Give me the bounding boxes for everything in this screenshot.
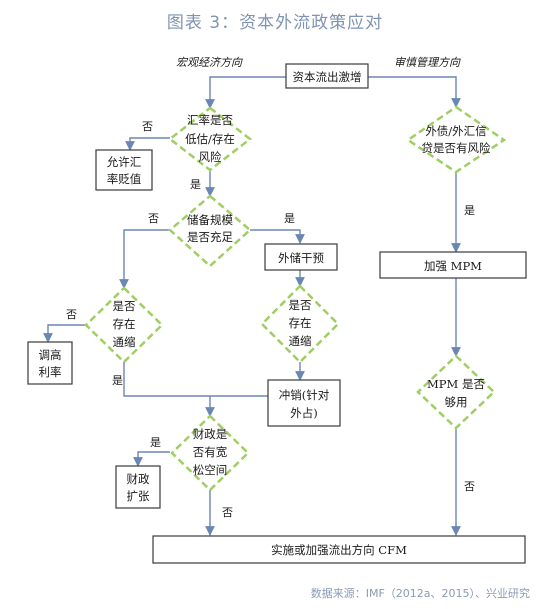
- decision-fx-risk-line1: 汇率是否: [187, 113, 233, 127]
- decision-deflation-right-line1: 是否: [289, 298, 312, 312]
- fiscal-expansion-line2: 扩张: [127, 489, 150, 503]
- label-res-yes: 是: [284, 212, 295, 225]
- fx-intervention-text: 外储干预: [278, 251, 324, 265]
- decision-fiscal-line3: 松空间: [193, 463, 228, 477]
- decision-external-debt-risk: [405, 105, 507, 174]
- figure-title: 图表 3：资本外流政策应对: [166, 13, 384, 33]
- edge-tl-yes: [123, 362, 210, 397]
- decision-deflation-left-line1: 是否: [113, 299, 136, 313]
- sterilization-node: [267, 379, 341, 427]
- label-debt-yes: 是: [464, 204, 475, 217]
- label-fx-no: 否: [142, 120, 153, 133]
- decision-reserve-adequate: [168, 194, 252, 268]
- branch-label-right: 审慎管理方向: [394, 56, 461, 69]
- allow-depreciation-line2: 率贬值: [107, 172, 142, 186]
- decision-deflation-left-line3: 通缩: [113, 335, 136, 349]
- decision-mpm-line1: MPM 是否: [427, 377, 485, 391]
- decision-reserve-line1: 储备规模: [187, 213, 233, 227]
- decision-fiscal-line2: 否有宽: [193, 445, 228, 459]
- edge-start-to-debt: [368, 76, 461, 108]
- start-node: [285, 63, 369, 89]
- decision-fx-risk-line3: 风险: [199, 150, 222, 164]
- decision-deflation-right: [260, 284, 340, 364]
- decision-deflation-right-line3: 通缩: [289, 334, 312, 348]
- label-fx-yes: 是: [190, 178, 201, 191]
- branch-label-left: 宏观经济方向: [176, 56, 243, 69]
- sterilization-line2: 外占): [290, 406, 318, 420]
- edge-fx-no: [125, 137, 170, 151]
- connectors: [43, 76, 461, 536]
- edge-res-yes: [250, 229, 305, 244]
- decision-debt-line2: 贷是否有风险: [422, 141, 491, 155]
- fx-intervention-node: [264, 243, 338, 271]
- edge-tl-no: [43, 324, 86, 343]
- label-mpm-no: 否: [464, 480, 475, 493]
- raise-rate-line1: 调高: [39, 348, 62, 362]
- data-source-note: 数据来源：IMF（2012a、2015）、兴业研究: [310, 587, 530, 600]
- edge-res-no: [119, 229, 170, 289]
- edge-fiscal-yes: [133, 451, 170, 467]
- decision-deflation-left-line2: 存在: [113, 317, 136, 331]
- allow-depreciation-node: [95, 149, 153, 191]
- raise-rate-node: [27, 341, 73, 385]
- decision-deflation-right-line2: 存在: [289, 316, 312, 330]
- raise-rate-line2: 利率: [39, 365, 62, 379]
- cfm-text: 实施或加强流出方向 CFM: [271, 543, 407, 557]
- fiscal-expansion-line1: 财政: [127, 472, 150, 486]
- label-res-no: 否: [148, 212, 159, 225]
- strengthen-mpm-node: [379, 251, 527, 279]
- decision-fx-risk: [167, 106, 253, 172]
- label-tl-no: 否: [66, 308, 77, 321]
- label-fiscal-yes: 是: [150, 436, 161, 449]
- decision-mpm-line2: 够用: [445, 395, 468, 409]
- decision-debt-line1: 外债/外汇信: [425, 124, 486, 138]
- decision-fx-risk-line2: 低估/存在: [185, 132, 235, 146]
- decision-deflation-left: [84, 286, 164, 364]
- cfm-node: [152, 535, 526, 564]
- label-fiscal-no: 否: [222, 506, 233, 519]
- decision-reserve-line2: 是否充足: [187, 230, 233, 244]
- start-node-text: 资本流出激增: [293, 70, 362, 84]
- decision-fiscal-line1: 财政是: [193, 427, 228, 441]
- decision-fiscal-space: [170, 414, 250, 492]
- label-tl-yes: 是: [112, 374, 123, 387]
- decision-mpm-sufficient: [416, 354, 496, 430]
- allow-depreciation-line1: 允许汇: [107, 155, 142, 169]
- strengthen-mpm-text: 加强 MPM: [424, 259, 482, 273]
- edge-start-to-fx: [205, 76, 286, 109]
- fiscal-expansion-node: [115, 465, 161, 509]
- sterilization-line1: 冲销(针对: [279, 388, 330, 402]
